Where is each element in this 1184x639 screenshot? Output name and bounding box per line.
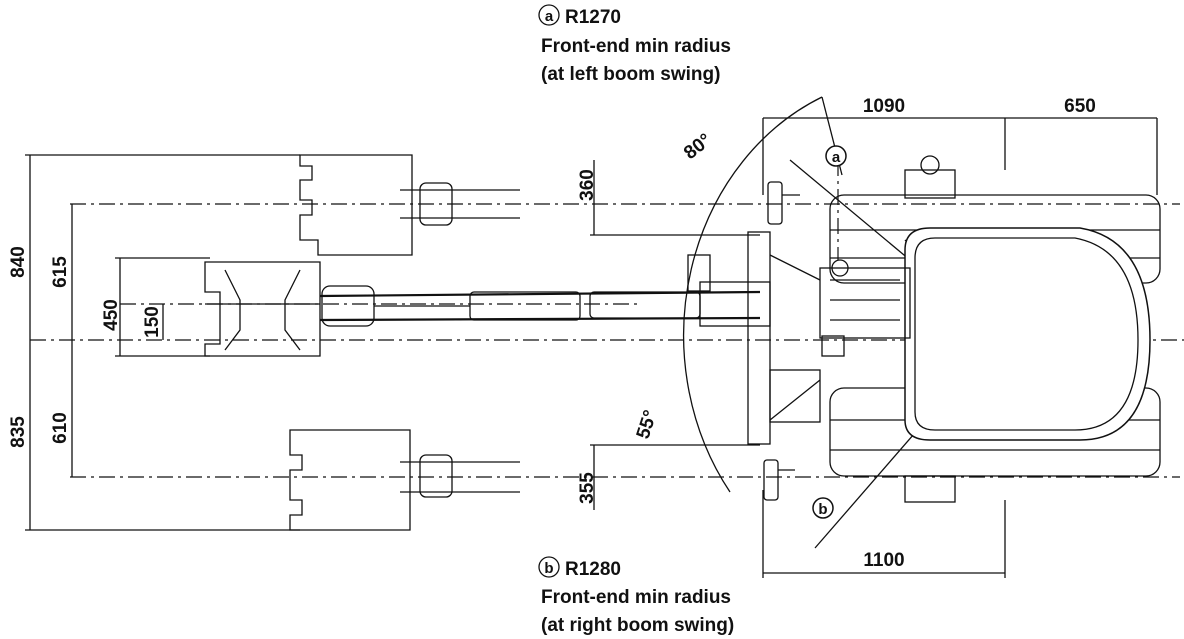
swing-angle-right: 55° xyxy=(633,408,662,442)
front-end-radius-arc xyxy=(683,96,823,493)
dim-inner-right: 610 xyxy=(50,412,71,444)
dim-bottom: 1100 xyxy=(863,550,904,571)
callout-b: b R1280 Front-end min radius (at right b… xyxy=(538,556,734,636)
callout-b-marker: b xyxy=(544,560,553,577)
dozer-blade xyxy=(747,231,821,445)
callout-a-marker: a xyxy=(545,8,554,25)
left-dimensions: 840 835 615 610 450 150 xyxy=(8,154,300,531)
marker-a-circle xyxy=(825,145,847,167)
dim-top-right: 650 xyxy=(1064,96,1096,117)
callout-a-radius: R1270 xyxy=(565,7,621,28)
callout-a-marker-circle xyxy=(538,4,560,26)
swing-offset-dimensions: 360 355 xyxy=(577,160,760,510)
dim-bucket-width: 450 xyxy=(101,299,122,331)
dim-bucket-center: 150 xyxy=(142,306,163,338)
dim-inner-left: 615 xyxy=(50,256,71,288)
bucket-right-swing xyxy=(289,429,520,531)
marker-b-circle xyxy=(812,497,834,519)
bucket-center xyxy=(204,261,321,357)
boom-arm xyxy=(319,254,771,327)
upper-structure xyxy=(819,227,1151,441)
bottom-dimension: 1100 xyxy=(762,490,1006,578)
callout-b-marker-circle xyxy=(538,556,560,578)
callout-a-line1: Front-end min radius xyxy=(541,36,731,57)
callout-a-line2: (at left boom swing) xyxy=(541,64,720,85)
marker-b-label: b xyxy=(818,501,827,518)
dim-outer-left: 840 xyxy=(8,246,29,278)
swing-pins xyxy=(763,181,800,501)
bucket-left-swing xyxy=(299,154,520,256)
callout-b-radius: R1280 xyxy=(565,559,621,580)
dim-outer-right: 835 xyxy=(8,416,29,448)
callout-b-line1: Front-end min radius xyxy=(541,587,731,608)
dim-right-swing-offset: 355 xyxy=(577,472,598,504)
swing-angle-left: 80° xyxy=(680,130,716,164)
dim-top-left: 1090 xyxy=(863,96,905,117)
callout-a: a R1270 Front-end min radius (at left bo… xyxy=(538,4,731,85)
top-dimensions: 1090 650 xyxy=(762,96,1158,195)
cab-outline xyxy=(904,227,1151,441)
callout-b-line2: (at right boom swing) xyxy=(541,615,734,636)
dim-left-swing-offset: 360 xyxy=(577,169,598,201)
marker-a-label: a xyxy=(832,149,841,166)
